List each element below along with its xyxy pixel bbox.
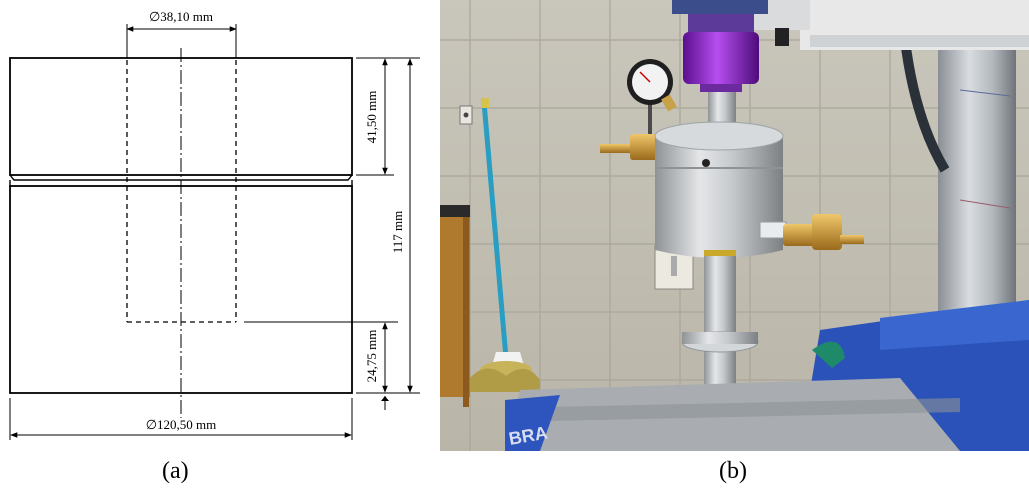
panel-b-photo: BRA — [440, 0, 1029, 451]
dim-outer-diameter: ∅120,50 mm — [146, 417, 217, 432]
panel-a-drawing: ∅38,10 mm 41,50 mm 117 mm 24,75 mm ∅120,… — [9, 9, 420, 440]
caption-a: (a) — [162, 458, 189, 484]
dim-top-height: 41,50 mm — [364, 91, 379, 144]
dim-inner-diameter: ∅38,10 mm — [149, 9, 213, 24]
dim-total-height: 117 mm — [390, 211, 405, 254]
dim-bottom-depth: 24,75 mm — [364, 330, 379, 383]
caption-b: (b) — [719, 458, 747, 484]
